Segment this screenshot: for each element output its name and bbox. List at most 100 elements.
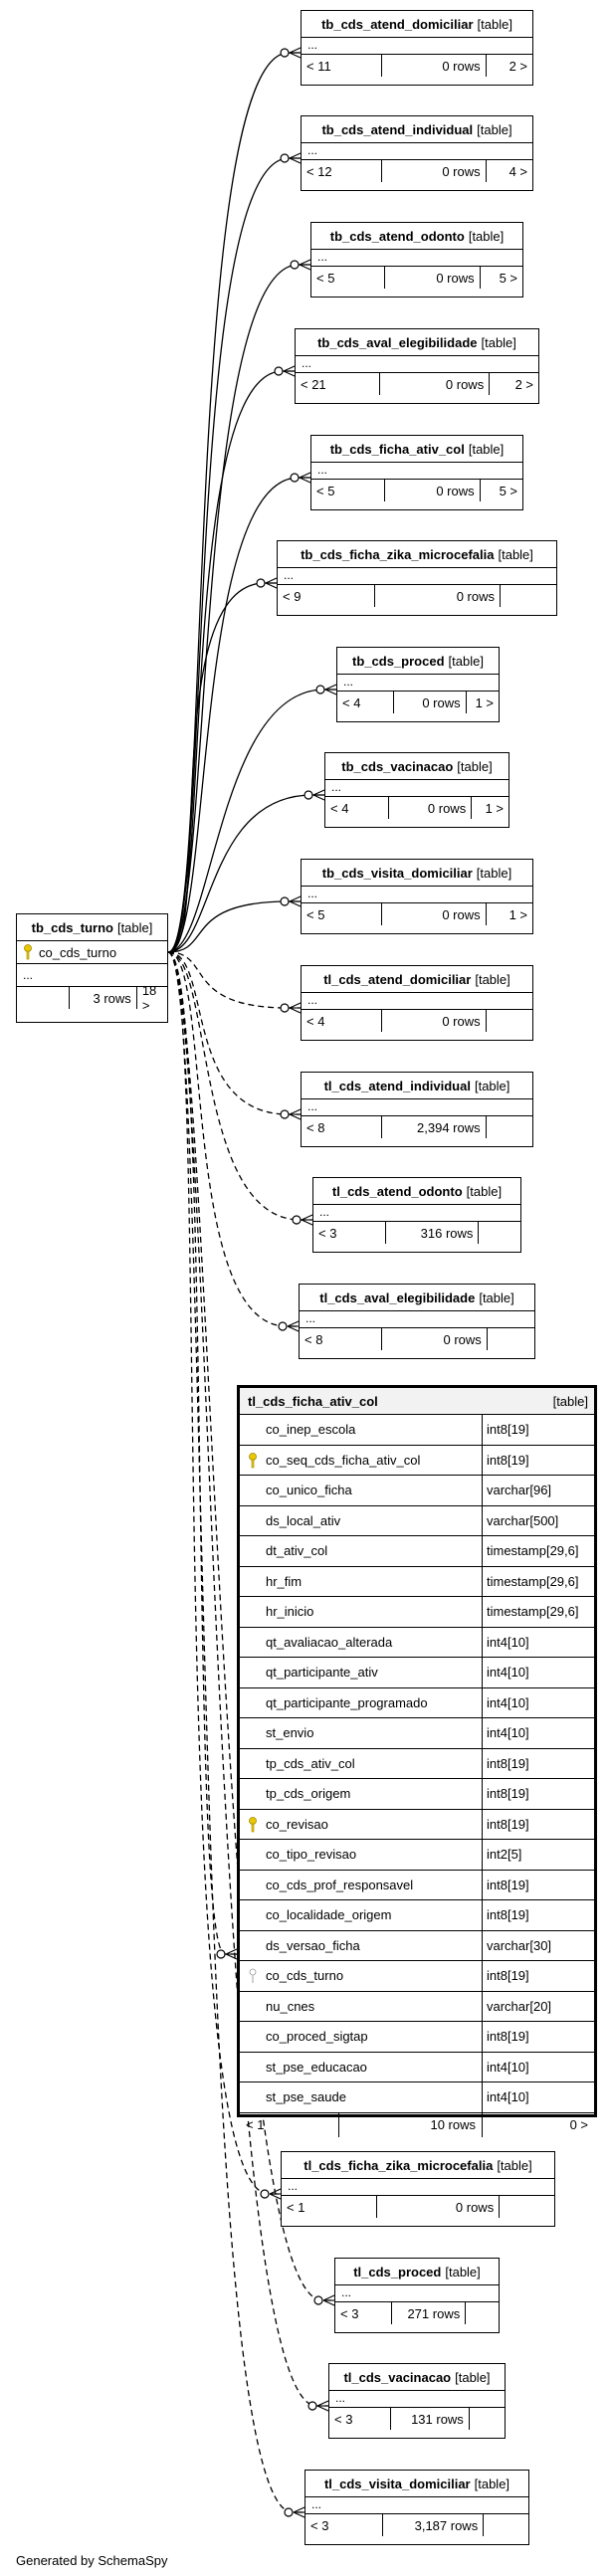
crowfoot-7-2 bbox=[312, 794, 325, 801]
table-header: tb_cds_atend_odonto[table] bbox=[311, 223, 522, 250]
crowfoot-16-0 bbox=[293, 2506, 305, 2513]
table-tl-cds-ficha-zika-microcefalia[interactable]: tl_cds_ficha_zika_microcefalia[table]...… bbox=[281, 2151, 555, 2227]
column-type: int8[19] bbox=[487, 1422, 529, 1438]
column-type: int4[10] bbox=[487, 2089, 529, 2105]
crowfoot-main-0 bbox=[225, 1948, 238, 1955]
column-type: int8[19] bbox=[487, 1786, 529, 1802]
column-name-cell: co_cds_turno bbox=[240, 1961, 483, 1991]
footer-rows: 0 rows bbox=[382, 903, 487, 925]
table-tl-cds-ficha-ativ-col[interactable]: tl_cds_ficha_ativ_col [table] co_inep_es… bbox=[237, 1385, 597, 2137]
column-type: varchar[96] bbox=[487, 1483, 552, 1498]
column-name-cell: st_pse_saude bbox=[240, 2082, 483, 2112]
column-row: co_inep_escola int8[19] bbox=[240, 1415, 594, 1446]
table-name: tb_cds_aval_elegibilidade bbox=[317, 334, 478, 350]
column-name: st_pse_saude bbox=[266, 2089, 346, 2105]
table-header: tl_cds_visita_domiciliar[table] bbox=[305, 2471, 528, 2497]
footer-left: < 3 bbox=[313, 1222, 386, 1244]
footer-rows: 0 rows bbox=[389, 797, 473, 819]
column-name: qt_participante_programado bbox=[266, 1694, 428, 1710]
footer-rows: 271 rows bbox=[392, 2302, 467, 2324]
table-ellipsis: ... bbox=[311, 463, 522, 480]
column-type: varchar[500] bbox=[487, 1512, 559, 1528]
column-name-cell: st_pse_educacao bbox=[240, 2052, 483, 2081]
footer-right bbox=[487, 1116, 532, 1138]
column-type: varchar[20] bbox=[487, 1998, 552, 2014]
optional-marker-15 bbox=[307, 2401, 317, 2411]
footer-right bbox=[479, 1222, 520, 1244]
table-header: tl_cds_atend_domiciliar[table] bbox=[302, 966, 532, 993]
footer-rows: 0 rows bbox=[394, 692, 467, 713]
column-type: int4[10] bbox=[487, 1725, 529, 1741]
table-ellipsis: ... bbox=[305, 2497, 528, 2514]
footer-left: < 11 bbox=[302, 55, 383, 77]
optional-marker-13 bbox=[260, 2189, 270, 2199]
table-tb-cds-ficha-zika-microcefalia[interactable]: tb_cds_ficha_zika_microcefalia[table]...… bbox=[277, 540, 557, 616]
table-header: tb_cds_ficha_zika_microcefalia[table] bbox=[278, 541, 556, 568]
table-kind: [table] bbox=[498, 546, 533, 562]
optional-marker-14 bbox=[313, 2295, 323, 2305]
footer-left: < 21 bbox=[296, 373, 381, 395]
optional-marker-6 bbox=[315, 685, 325, 694]
column-name-cell: co_inep_escola bbox=[240, 1415, 483, 1445]
footer-right bbox=[466, 2302, 499, 2324]
footer-rows: 0 rows bbox=[375, 585, 501, 607]
footer-left bbox=[17, 987, 70, 1009]
footer-right: 0 > bbox=[569, 2117, 588, 2132]
optional-marker-1 bbox=[280, 153, 290, 163]
footer-rows: 10 rows bbox=[339, 2112, 483, 2137]
table-kind: [table] bbox=[468, 441, 505, 457]
footer-left: < 5 bbox=[311, 267, 386, 289]
table-ellipsis: ... bbox=[17, 964, 167, 987]
table-ellipsis: ... bbox=[337, 675, 499, 692]
relationship-edge-14 bbox=[167, 951, 334, 2301]
table-ellipsis: ... bbox=[311, 250, 522, 267]
table-header: tl_cds_atend_individual[table] bbox=[302, 1073, 532, 1099]
footer-rows: 0 rows bbox=[382, 1328, 488, 1350]
column-type: int8[19] bbox=[487, 1968, 529, 1984]
table-tb-cds-turno[interactable]: tb_cds_turno [table] co_cds_turno ... 3 … bbox=[16, 913, 168, 1023]
optional-marker-4 bbox=[290, 473, 300, 483]
table-name: tl_cds_ficha_ativ_col bbox=[248, 1393, 378, 1409]
table-header: tb_cds_ficha_ativ_col[table] bbox=[311, 436, 522, 463]
column-name: co_unico_ficha bbox=[266, 1483, 352, 1498]
crowfoot-15-0 bbox=[316, 2400, 329, 2407]
column-name: co_inep_escola bbox=[266, 1422, 356, 1438]
crowfoot-11-0 bbox=[301, 1214, 313, 1221]
column-name: ds_versao_ficha bbox=[266, 1937, 360, 1953]
footer-rows: 0 rows bbox=[385, 480, 481, 501]
column-row: co_cds_turno bbox=[17, 941, 167, 964]
footer-left: < 1 bbox=[282, 2196, 377, 2218]
footer-left: < 4 bbox=[337, 692, 394, 713]
table-header: tl_cds_ficha_zika_microcefalia[table] bbox=[282, 2152, 554, 2179]
relationship-edge-3 bbox=[167, 370, 295, 953]
column-name: tp_cds_origem bbox=[266, 1786, 351, 1802]
relationship-edge-4 bbox=[167, 477, 310, 953]
column-name-cell: co_tipo_revisao bbox=[240, 1840, 483, 1870]
column-name: dt_ativ_col bbox=[266, 1543, 328, 1559]
